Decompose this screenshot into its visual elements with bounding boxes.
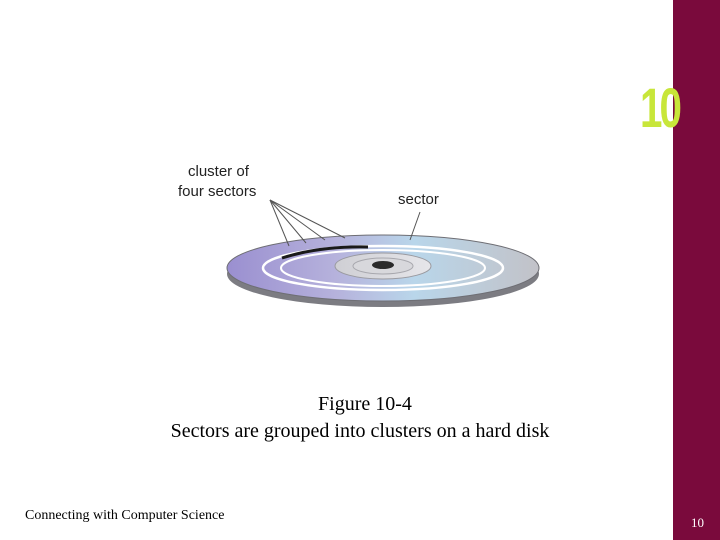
sector-leader-line [409,211,421,241]
page-number: 10 [691,515,704,530]
hard-disk-diagram: cluster of four sectors sector [178,163,540,307]
cluster-arc [281,245,369,260]
cluster-label-line2: four sectors [178,183,256,200]
cluster-leader-lines [269,199,346,247]
inner-track [280,249,486,287]
chapter-number: 10 [640,76,682,139]
spindle-hole [372,261,394,269]
sidebar-band [673,0,720,540]
cluster-label-line1: cluster of [188,163,250,180]
figure-label: Figure 10-4 [318,393,412,415]
figure-caption: Sectors are grouped into clusters on a h… [170,420,550,442]
footer-title: Connecting with Computer Science [25,508,225,523]
hard-disk-figure: cluster of four sectors sector [170,150,550,330]
sector-label: sector [398,191,439,208]
outer-track [261,244,505,292]
